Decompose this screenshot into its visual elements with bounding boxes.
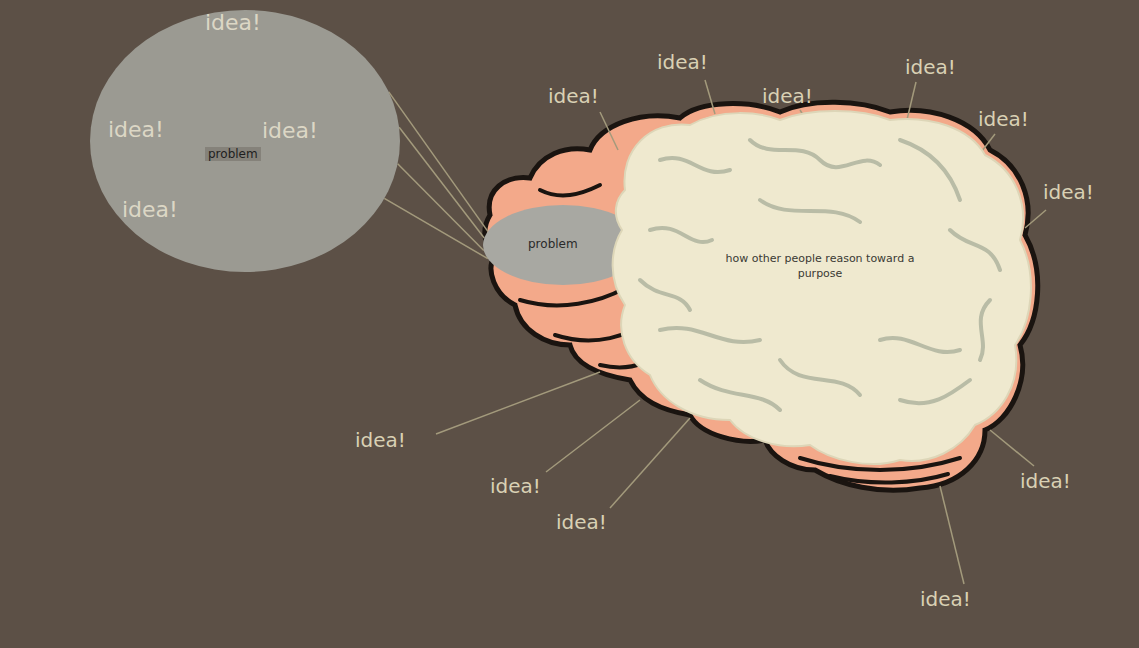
- idea-text: idea!: [122, 197, 178, 222]
- idea-label: idea!: [1020, 469, 1071, 493]
- connector-line: [399, 127, 484, 238]
- idea-bubble: idea!idea!idea!problemidea!: [90, 10, 400, 272]
- gyrus-line: [660, 158, 730, 172]
- gyrus-line: [700, 380, 780, 410]
- region-text: how other people reason toward a purpose: [715, 252, 925, 282]
- idea-label: idea!: [978, 107, 1029, 131]
- connector-line: [398, 164, 484, 251]
- connector-line: [384, 198, 488, 258]
- idea-label: idea!: [556, 510, 607, 534]
- idea-label: idea!: [548, 84, 599, 108]
- gyrus-line: [900, 140, 960, 200]
- ellipse-outline: [90, 10, 400, 272]
- gyrus-line: [880, 338, 960, 352]
- idea-label: idea!: [762, 84, 813, 108]
- idea-label: idea!: [920, 587, 971, 611]
- connector-stroke: [384, 198, 488, 258]
- gyrus-line: [650, 228, 712, 242]
- gyrus-line: [640, 280, 690, 310]
- connector-stroke: [399, 127, 484, 238]
- reasoning-region: how other people reason toward a purpose: [615, 100, 1035, 485]
- idea-label: idea!: [490, 474, 541, 498]
- problem-text: problem: [205, 147, 261, 161]
- gyrus-line: [780, 360, 860, 395]
- connector-stroke: [398, 164, 484, 251]
- gyrus-line: [760, 200, 860, 222]
- idea-label: idea!: [1043, 180, 1094, 204]
- idea-label: idea!: [355, 428, 406, 452]
- gyrus-line: [900, 380, 970, 403]
- gyrus-line: [980, 300, 990, 360]
- gyrus-line: [660, 328, 760, 342]
- brain-outline: [485, 102, 1038, 490]
- idea-label: idea!: [657, 50, 708, 74]
- idea-label: idea!: [905, 55, 956, 79]
- gyrus-line: [750, 140, 880, 167]
- idea-text: idea!: [108, 117, 164, 142]
- problem-text: problem: [528, 237, 578, 251]
- region-outline: [613, 111, 1031, 464]
- leader-lines: [436, 80, 1046, 584]
- idea-text: idea!: [262, 118, 318, 143]
- node-shape: [615, 100, 1035, 485]
- gyrus-line: [950, 230, 1000, 270]
- idea-text: idea!: [205, 10, 261, 35]
